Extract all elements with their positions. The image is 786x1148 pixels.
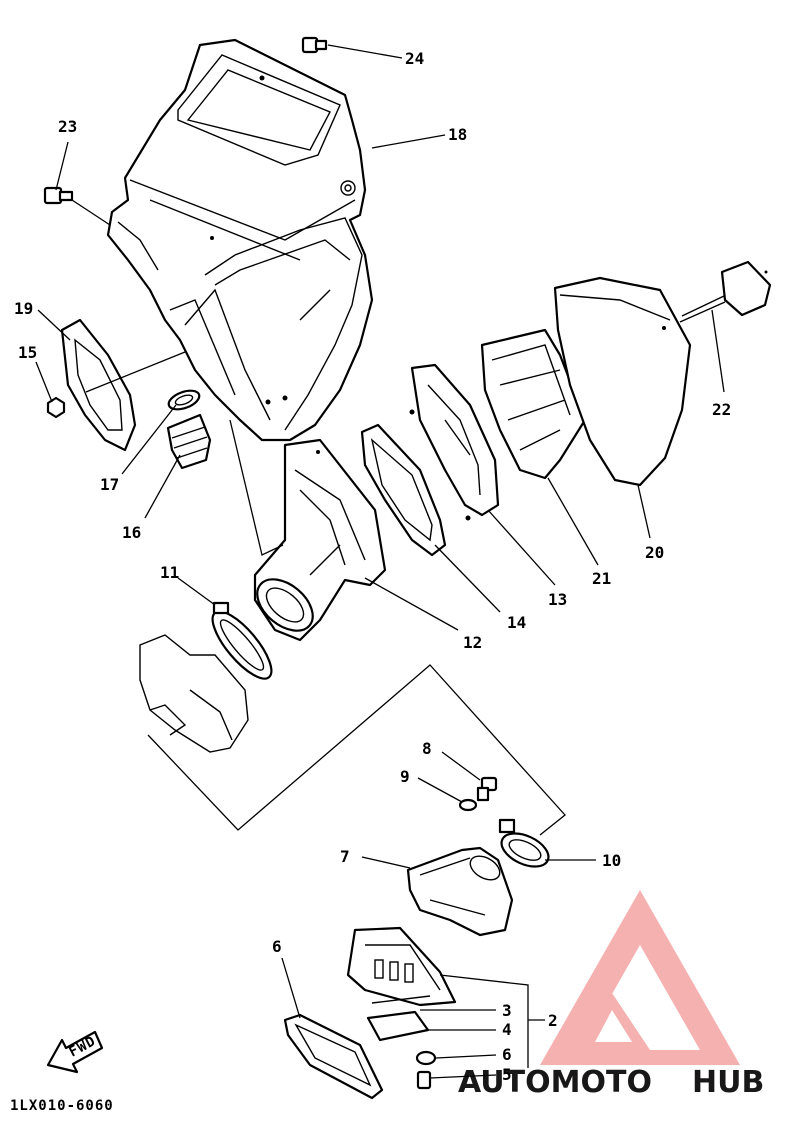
callout-5: 6 bbox=[502, 1045, 512, 1064]
part-bolt-24 bbox=[301, 36, 328, 54]
part-gasket-6 bbox=[283, 1013, 384, 1100]
callout-22: 22 bbox=[712, 400, 731, 419]
watermark-triangle-core-hole bbox=[595, 1010, 632, 1042]
callout-1: 2 bbox=[548, 1011, 558, 1030]
part-gasket-19 bbox=[60, 318, 137, 452]
callout-12: 12 bbox=[463, 633, 482, 652]
callout-15: 15 bbox=[18, 343, 37, 362]
callout-2: 3 bbox=[502, 1001, 512, 1020]
callout-9: 9 bbox=[400, 767, 410, 786]
part-filter-20 bbox=[553, 276, 692, 487]
callout-8: 8 bbox=[422, 739, 432, 758]
callout-20: 20 bbox=[645, 543, 664, 562]
part-carburetor bbox=[139, 634, 249, 753]
callout-3: 4 bbox=[502, 1020, 512, 1039]
callout-17: 17 bbox=[100, 475, 119, 494]
part-clamp-11 bbox=[211, 601, 273, 680]
part-clamp-10 bbox=[498, 818, 550, 868]
bracket-assembly-1 bbox=[439, 974, 545, 1068]
callout-14: 14 bbox=[507, 613, 526, 632]
watermark-text-hub: HUB bbox=[692, 1065, 764, 1100]
part-washer-5 bbox=[415, 1050, 437, 1066]
callout-23: 23 bbox=[58, 117, 77, 136]
fwd-arrow-icon: FWD bbox=[46, 1030, 104, 1074]
part-bolt-22 bbox=[679, 260, 772, 323]
callout-11: 11 bbox=[160, 563, 179, 582]
callout-13: 13 bbox=[548, 590, 567, 609]
callout-10: 10 bbox=[602, 851, 621, 870]
part-bolt-8 bbox=[476, 776, 498, 802]
part-bolt-23 bbox=[43, 186, 74, 205]
watermark-text-automoto: AUTOMOTO bbox=[458, 1065, 652, 1100]
part-grommet-17 bbox=[167, 389, 201, 411]
part-air-box bbox=[106, 38, 374, 442]
callout-24: 24 bbox=[405, 49, 424, 68]
part-manifold-7 bbox=[406, 846, 514, 937]
callout-19: 19 bbox=[14, 299, 33, 318]
callout-labels: 24 23 18 19 15 17 16 11 12 14 13 21 20 2… bbox=[14, 49, 731, 1084]
part-reed-valve-assembly bbox=[346, 926, 457, 1042]
watermark-logo bbox=[540, 890, 740, 1065]
part-boot-16 bbox=[166, 413, 212, 470]
leader-lines bbox=[35, 44, 725, 1079]
part-filter-cage-21 bbox=[480, 328, 587, 480]
reference-line-boot bbox=[229, 419, 284, 556]
diagram-code: 1LX010-6060 bbox=[10, 1098, 114, 1114]
callout-7: 7 bbox=[340, 847, 350, 866]
callout-6: 6 bbox=[272, 937, 282, 956]
callout-4: 5 bbox=[502, 1065, 512, 1084]
part-washer-9 bbox=[458, 798, 478, 812]
callout-18: 18 bbox=[448, 125, 467, 144]
part-screw-4 bbox=[416, 1070, 432, 1090]
part-cage-13 bbox=[409, 363, 500, 521]
part-gasket-14 bbox=[360, 423, 447, 557]
reference-line-carb bbox=[147, 664, 566, 836]
callout-16: 16 bbox=[122, 523, 141, 542]
part-nut-15 bbox=[46, 396, 66, 419]
callout-21: 21 bbox=[592, 569, 611, 588]
part-joint-12 bbox=[253, 438, 387, 642]
watermark-text: AUTOMOTO HUB bbox=[458, 1065, 764, 1100]
